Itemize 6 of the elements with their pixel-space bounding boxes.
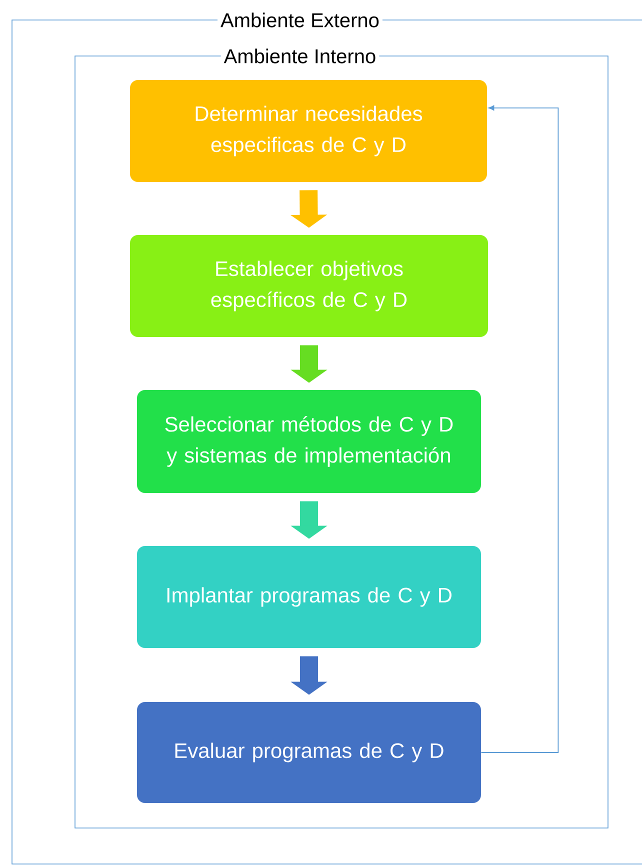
process-box: Evaluar programas de C y D [137, 702, 481, 803]
process-box: Implantar programas de C y D [137, 546, 481, 648]
process-box: Determinar necesidades especificas de C y D [130, 80, 487, 182]
feedback-arrow [480, 105, 559, 753]
process-box: Seleccionar métodos de C y D y sistemas de implementación [137, 390, 481, 493]
process-box: Establecer objetivos específicos de C y D [130, 235, 488, 337]
